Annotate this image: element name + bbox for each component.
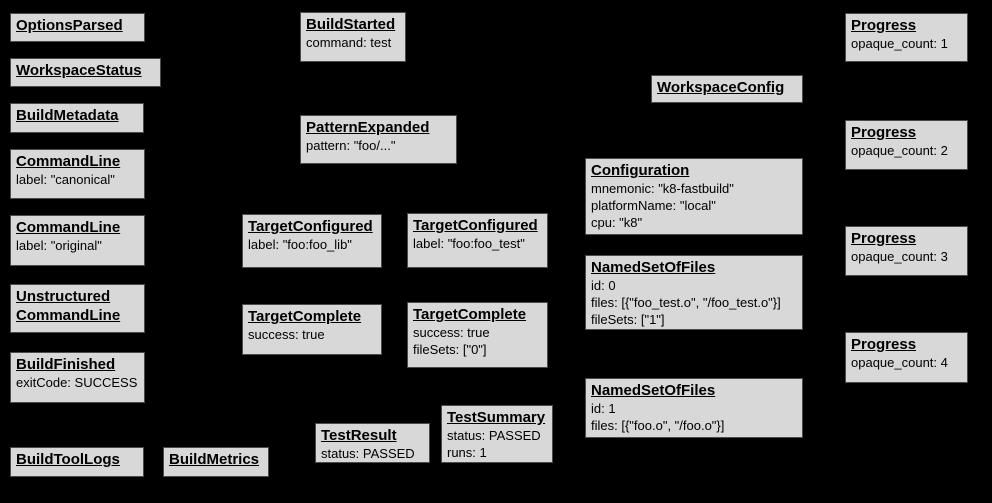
- node-target-complete-foo-lib: TargetComplete success: true: [242, 304, 382, 355]
- node-build-metrics: BuildMetrics: [163, 447, 269, 477]
- node-title: Configuration: [591, 162, 690, 179]
- node-title: Progress: [851, 124, 917, 141]
- node-options-parsed: OptionsParsed: [10, 13, 145, 42]
- node-title: TestSummary: [447, 409, 546, 426]
- node-command-line-original: CommandLine label: "original": [10, 215, 145, 266]
- node-field: label: "foo:foo_test": [413, 236, 525, 251]
- node-build-finished: BuildFinished exitCode: SUCCESS: [10, 352, 145, 403]
- node-test-result: TestResult status: PASSED: [315, 423, 430, 463]
- node-named-set-of-files-0: NamedSetOfFiles id: 0 files: [{"foo_test.o…: [585, 255, 803, 330]
- node-field: mnemonic: "k8-fastbuild": [591, 181, 734, 196]
- node-title: BuildStarted: [306, 16, 396, 33]
- node-workspace-config: WorkspaceConfig: [651, 75, 803, 103]
- node-title: Progress: [851, 230, 917, 247]
- node-title: WorkspaceStatus: [16, 62, 142, 79]
- node-field: cpu: "k8": [591, 215, 643, 230]
- node-workspace-status: WorkspaceStatus: [10, 58, 161, 87]
- node-field: opaque_count: 2: [851, 143, 948, 158]
- node-title: CommandLine: [16, 307, 121, 324]
- node-field: id: 0: [591, 278, 616, 293]
- node-title: PatternExpanded: [306, 119, 430, 136]
- node-configuration: Configuration mnemonic: "k8-fastbuild" pla…: [585, 158, 803, 235]
- node-test-summary: TestSummary status: PASSED runs: 1: [441, 405, 553, 463]
- node-title: CommandLine: [16, 153, 121, 170]
- node-named-set-of-files-1: NamedSetOfFiles id: 1 files: [{"foo.o", "/…: [585, 378, 803, 438]
- node-title: OptionsParsed: [16, 17, 123, 34]
- node-field: platformName: "local": [591, 198, 716, 213]
- node-build-tool-logs: BuildToolLogs: [10, 447, 144, 477]
- node-field: status: PASSED: [321, 446, 415, 461]
- node-target-configured-foo-lib: TargetConfigured label: "foo:foo_lib": [242, 214, 382, 268]
- node-build-metadata: BuildMetadata: [10, 103, 144, 133]
- node-title: TargetConfigured: [413, 217, 538, 234]
- node-pattern-expanded: PatternExpanded pattern: "foo/...": [300, 115, 457, 164]
- node-field: label: "original": [16, 238, 102, 253]
- node-title: BuildMetadata: [16, 107, 119, 124]
- node-title: BuildMetrics: [169, 451, 260, 468]
- node-field: opaque_count: 4: [851, 355, 948, 370]
- node-title: CommandLine: [16, 219, 121, 236]
- node-progress-1: Progress opaque_count: 1: [845, 13, 968, 62]
- node-progress-2: Progress opaque_count: 2: [845, 120, 968, 170]
- node-title: TargetComplete: [413, 306, 527, 323]
- node-field: fileSets: ["1"]: [591, 312, 665, 327]
- node-field: runs: 1: [447, 445, 487, 460]
- node-field: id: 1: [591, 401, 616, 416]
- node-field: files: [{"foo.o", "/foo.o"}]: [591, 418, 725, 433]
- node-field: fileSets: ["0"]: [413, 342, 487, 357]
- node-field: pattern: "foo/...": [306, 138, 396, 153]
- node-field: command: test: [306, 35, 392, 50]
- node-field: exitCode: SUCCESS: [16, 375, 138, 390]
- node-target-complete-foo-test: TargetComplete success: true fileSets: ["0…: [407, 302, 548, 368]
- node-title: WorkspaceConfig: [657, 79, 785, 96]
- node-progress-4: Progress opaque_count: 4: [845, 332, 968, 383]
- node-field: success: true: [413, 325, 490, 340]
- node-title: BuildFinished: [16, 356, 116, 373]
- node-field: label: "canonical": [16, 172, 115, 187]
- node-title: Progress: [851, 336, 917, 353]
- node-progress-3: Progress opaque_count: 3: [845, 226, 968, 276]
- node-field: opaque_count: 1: [851, 36, 948, 51]
- node-title: NamedSetOfFiles: [591, 382, 716, 399]
- node-field: success: true: [248, 327, 325, 342]
- node-field: label: "foo:foo_lib": [248, 237, 352, 252]
- node-command-line-canonical: CommandLine label: "canonical": [10, 149, 145, 199]
- node-field: opaque_count: 3: [851, 249, 948, 264]
- node-title: TargetComplete: [248, 308, 362, 325]
- node-title: BuildToolLogs: [16, 451, 120, 468]
- node-title: Progress: [851, 17, 917, 34]
- node-title: NamedSetOfFiles: [591, 259, 716, 276]
- node-field: status: PASSED: [447, 428, 541, 443]
- node-title: TargetConfigured: [248, 218, 373, 235]
- node-build-started: BuildStarted command: test: [300, 12, 406, 62]
- node-target-configured-foo-test: TargetConfigured label: "foo:foo_test": [407, 213, 548, 268]
- node-title: TestResult: [321, 427, 397, 444]
- node-title: Unstructured: [16, 288, 111, 305]
- node-field: files: [{"foo_test.o", "/foo_test.o"}]: [591, 295, 781, 310]
